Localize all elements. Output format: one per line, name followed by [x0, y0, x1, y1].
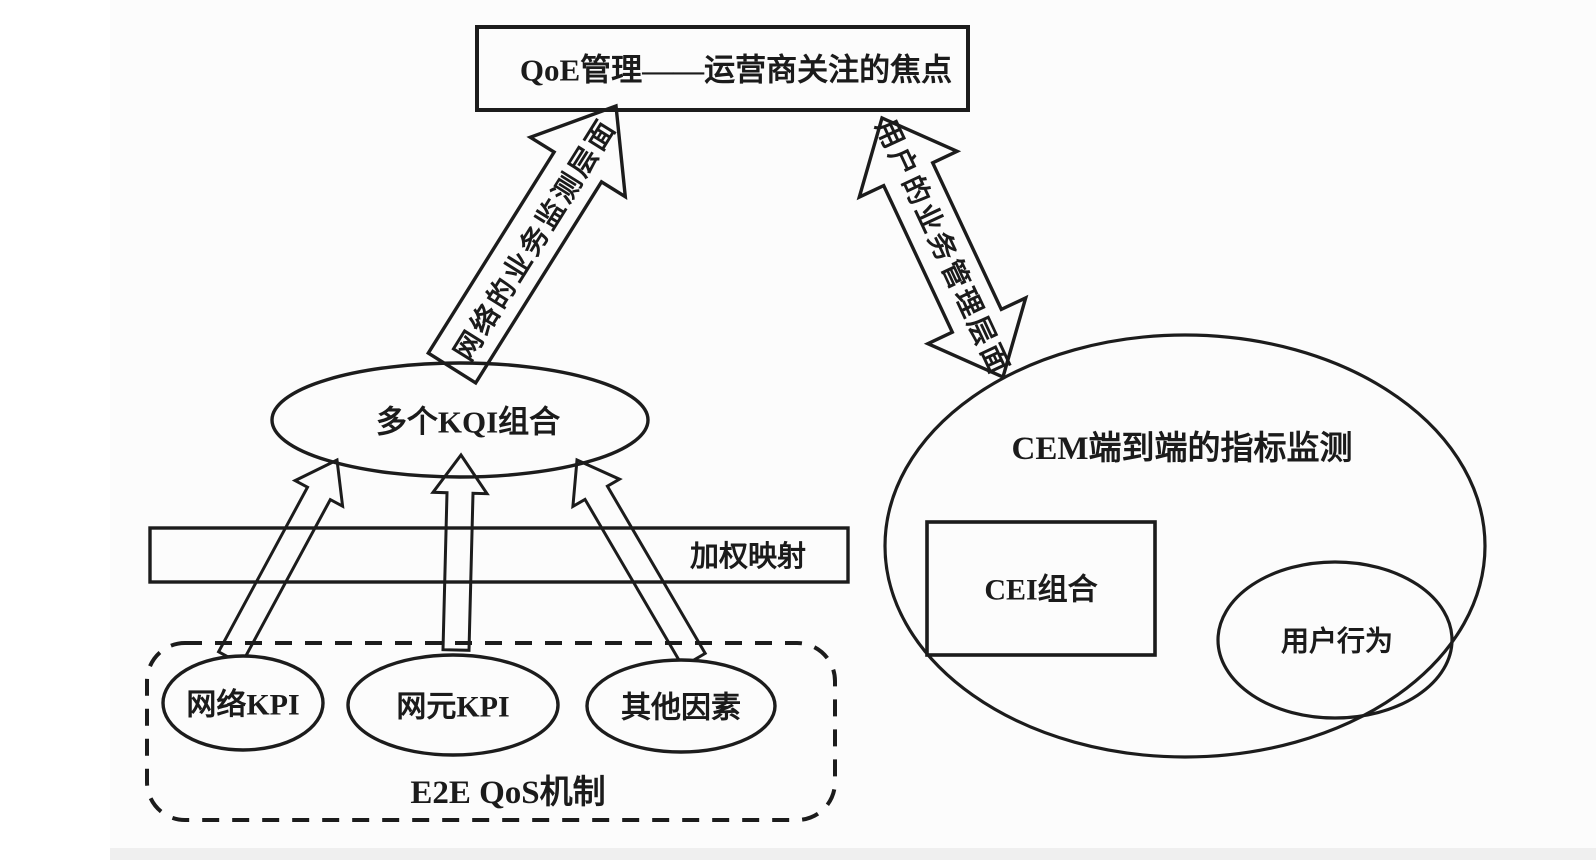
e2e-qos-frame-label: E2E QoS机制	[410, 774, 605, 811]
element-kpi-ellipse	[346, 653, 560, 757]
network-kpi-label: 网络KPI	[186, 688, 299, 722]
network-monitoring-arrow	[425, 103, 628, 386]
user-behavior-label: 用户行为	[1281, 625, 1393, 658]
cem-circle-label: CEM端到端的指标监测	[1012, 430, 1353, 467]
weight-mapping-band	[148, 526, 850, 584]
cei-box-label: CEI组合	[984, 573, 1097, 607]
network-kpi-arrow	[216, 457, 345, 667]
kqi-ellipse-label: 多个KQI组合	[376, 405, 560, 440]
other-factors-label: 其他因素	[621, 692, 741, 725]
other-factors-ellipse	[585, 658, 777, 754]
cem-circle	[883, 333, 1487, 759]
kqi-ellipse	[270, 361, 650, 479]
e2e-qos-frame	[145, 641, 837, 822]
network-kpi-ellipse	[161, 654, 325, 752]
other-factors-arrow	[571, 457, 708, 669]
cei-box	[925, 520, 1157, 657]
qoe-title-label: QoE管理——运营商关注的焦点	[520, 53, 952, 88]
qoe-title-box	[475, 25, 970, 112]
network-monitoring-arrow-label: 网络的业务监测层面	[447, 112, 623, 366]
user-behavior-ellipse	[1216, 560, 1454, 720]
element-kpi-label: 网元KPI	[396, 691, 509, 724]
weight-mapping-label: 加权映射	[690, 540, 806, 573]
scan-bottom-shade	[110, 848, 1596, 860]
page-left-margin	[0, 0, 110, 860]
element-kpi-arrow	[430, 452, 490, 652]
